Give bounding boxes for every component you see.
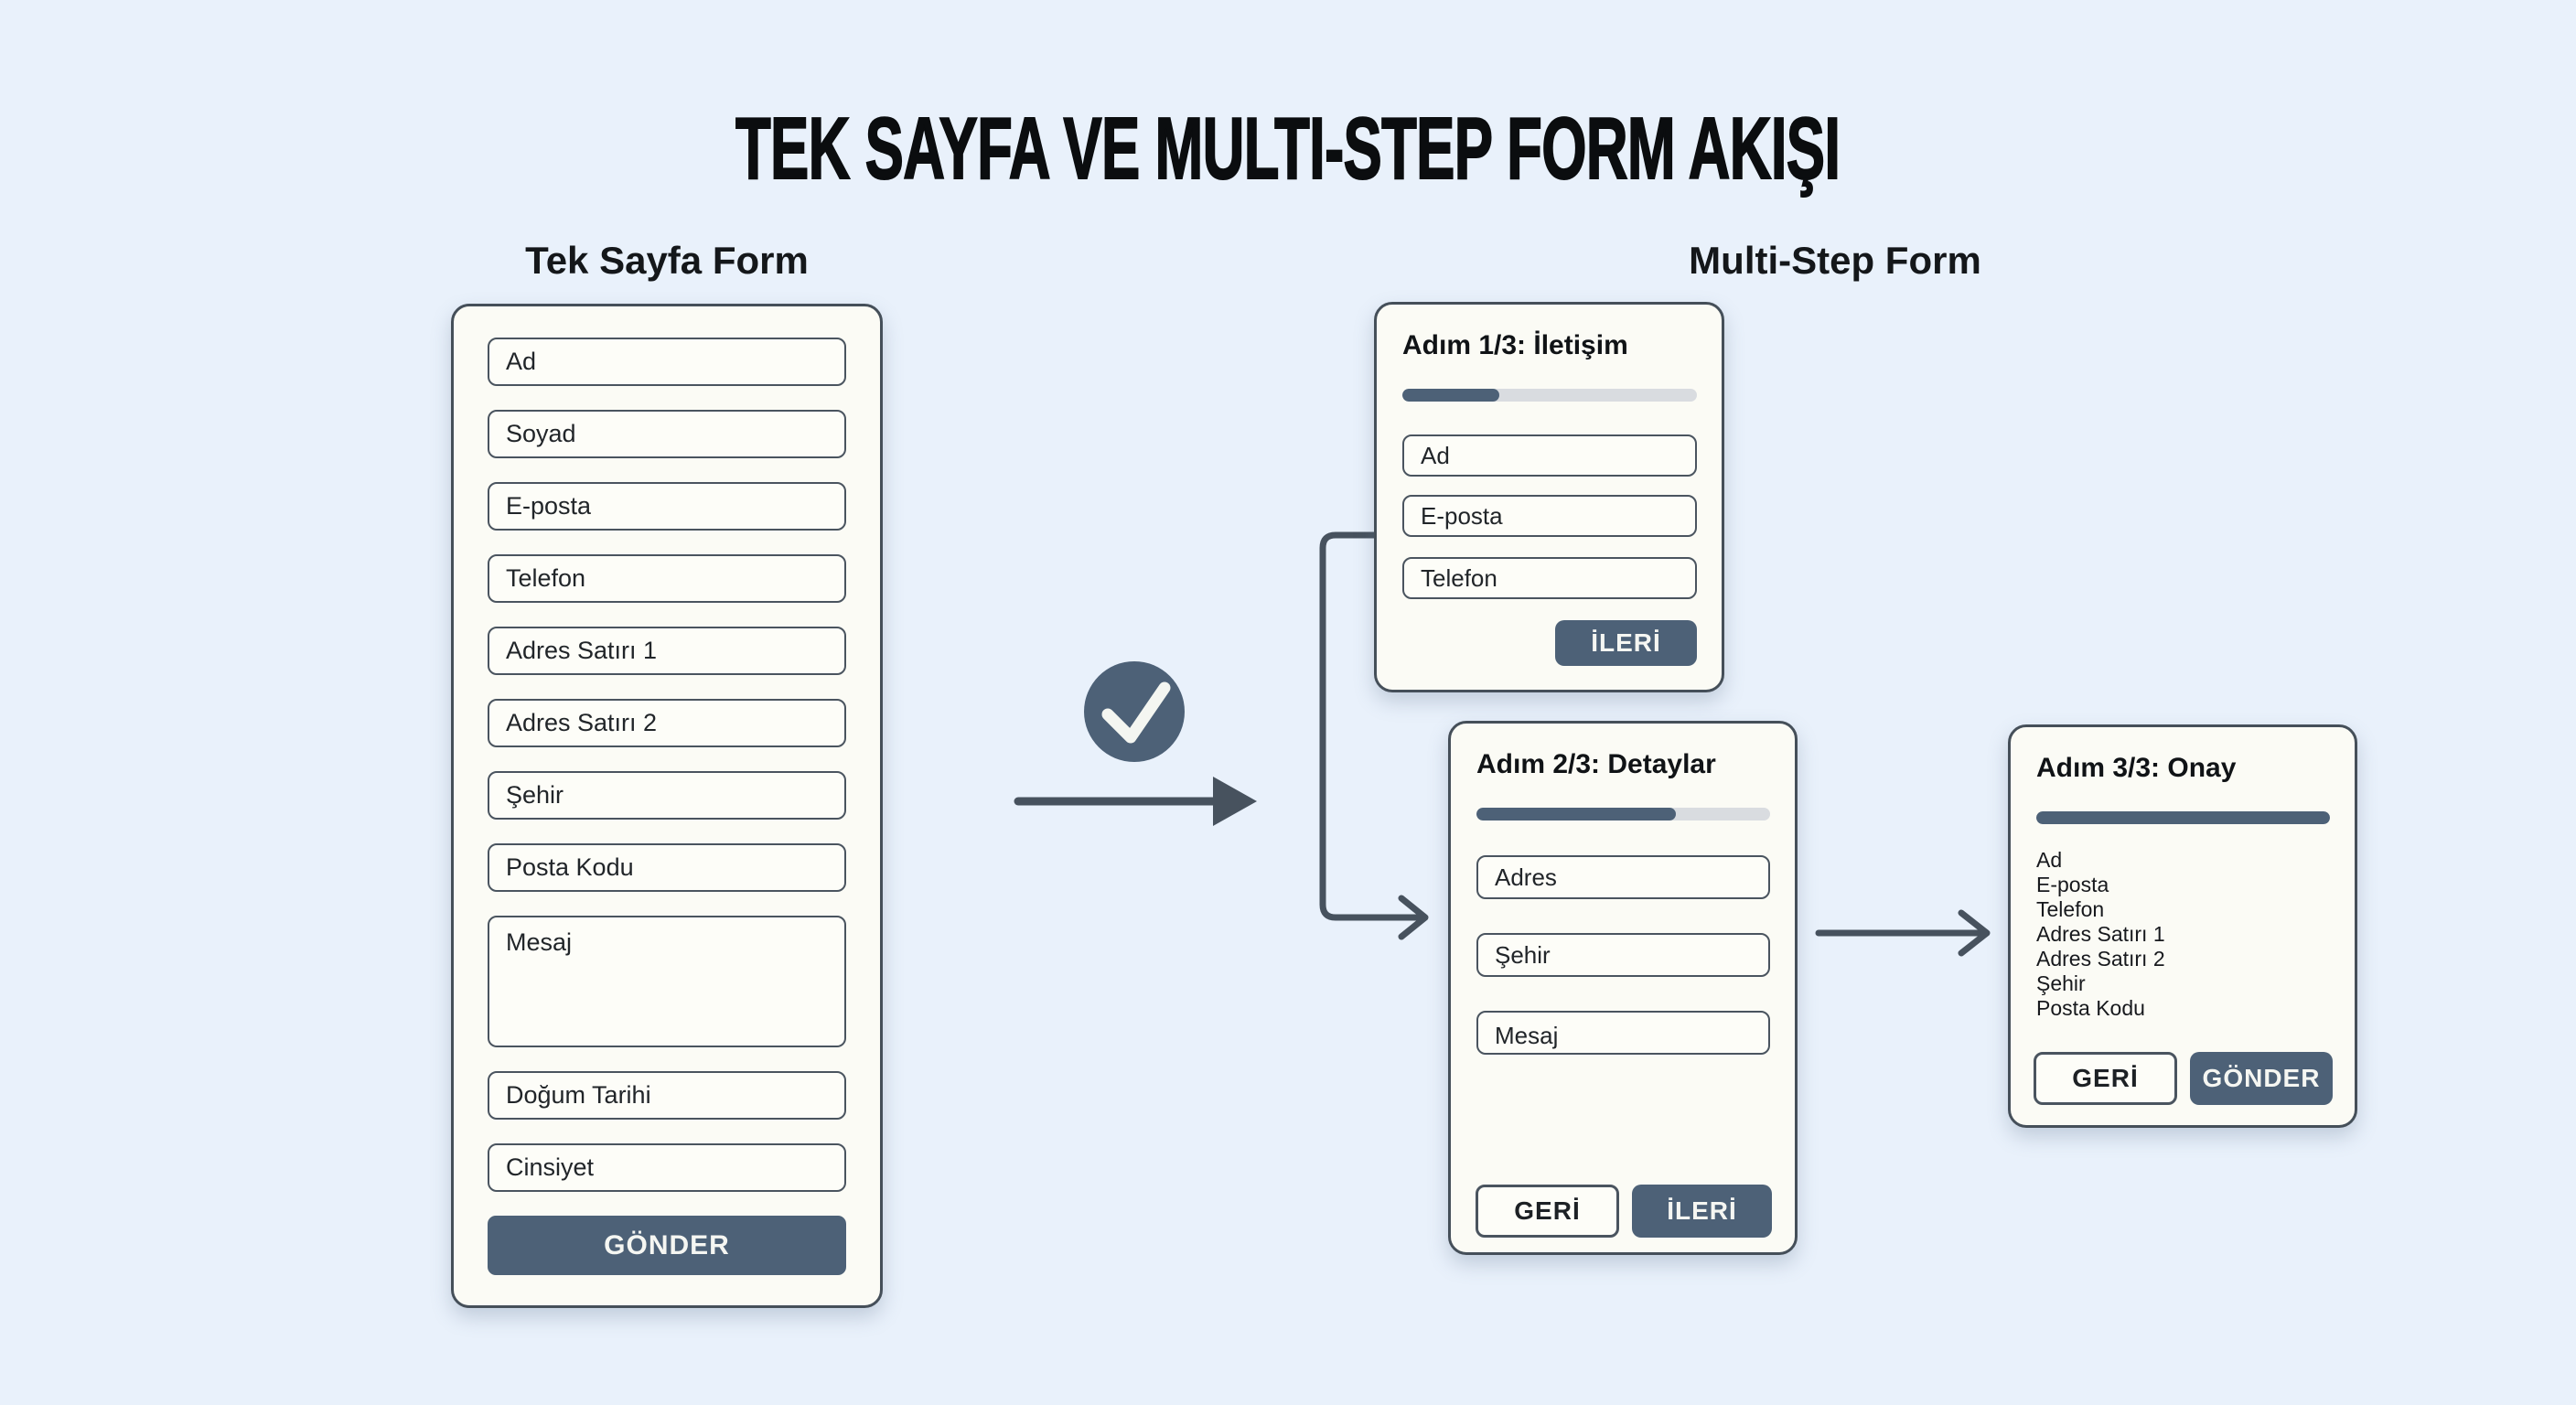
input-ad[interactable] — [488, 338, 846, 386]
input-eposta[interactable] — [488, 482, 846, 531]
step2-to-step3-arrow — [1815, 909, 1991, 957]
step2-progress-bar — [1476, 808, 1770, 820]
step3-title: Adım 3/3: Onay — [2036, 753, 2237, 783]
summary-item: Şehir — [2036, 971, 2086, 995]
step3-summary-list: Ad E-posta Telefon Adres Satırı 1 Adres … — [2036, 848, 2165, 1021]
step1-input-eposta[interactable] — [1402, 495, 1697, 537]
step3-progress-bar — [2036, 811, 2330, 824]
summary-item: Ad — [2036, 848, 2063, 872]
step3-progress-fill — [2036, 811, 2330, 824]
step1-input-telefon[interactable] — [1402, 557, 1697, 599]
step2-title: Adım 2/3: Detaylar — [1476, 749, 1716, 779]
input-soyad[interactable] — [488, 410, 846, 458]
summary-item: Telefon — [2036, 897, 2105, 921]
step2-input-sehir[interactable] — [1476, 933, 1770, 977]
step3-geri-button[interactable]: GERİ — [2034, 1052, 2177, 1105]
step2-textarea-mesaj[interactable] — [1476, 1011, 1770, 1055]
page-title: TEK SAYFA VE MULTI-STEP FORM AKIŞI — [0, 99, 2576, 199]
gonder-button[interactable]: GÖNDER — [488, 1216, 846, 1275]
step1-progress-bar — [1402, 389, 1697, 402]
step1-progress-fill — [1402, 389, 1500, 402]
step2-progress-fill — [1476, 808, 1677, 820]
step2-input-adres[interactable] — [1476, 855, 1770, 899]
summary-item: Adres Satırı 2 — [2036, 947, 2165, 971]
step2-geri-button[interactable]: GERİ — [1476, 1185, 1619, 1238]
step2-card: Adım 2/3: Detaylar GERİ İLERİ — [1448, 721, 1798, 1255]
input-dogum-tarihi[interactable] — [488, 1071, 846, 1120]
step1-input-ad[interactable] — [1402, 434, 1697, 477]
step2-ileri-button[interactable]: İLERİ — [1632, 1185, 1772, 1238]
input-sehir[interactable] — [488, 771, 846, 820]
summary-item: Posta Kodu — [2036, 996, 2145, 1020]
summary-item: E-posta — [2036, 873, 2109, 896]
step1-title: Adım 1/3: İletişim — [1402, 330, 1628, 360]
input-cinsiyet[interactable] — [488, 1143, 846, 1192]
textarea-mesaj[interactable] — [488, 916, 846, 1047]
step1-ileri-button[interactable]: İLERİ — [1555, 620, 1697, 666]
input-posta-kodu[interactable] — [488, 843, 846, 892]
step3-gonder-button[interactable]: GÖNDER — [2190, 1052, 2333, 1105]
single-form-card: GÖNDER — [451, 304, 883, 1308]
input-adres-satiri-2[interactable] — [488, 699, 846, 747]
input-telefon[interactable] — [488, 554, 846, 603]
summary-item: Adres Satırı 1 — [2036, 922, 2165, 946]
multi-form-heading: Multi-Step Form — [1689, 238, 1981, 282]
check-icon — [1084, 661, 1185, 762]
page-title-text: TEK SAYFA VE MULTI-STEP FORM AKIŞI — [735, 99, 1841, 198]
input-adres-satiri-1[interactable] — [488, 627, 846, 675]
step1-card: Adım 1/3: İletişim İLERİ — [1374, 302, 1724, 692]
single-form-heading: Tek Sayfa Form — [525, 238, 809, 282]
arrow-right-icon — [1014, 777, 1257, 826]
step3-card: Adım 3/3: Onay Ad E-posta Telefon Adres … — [2008, 724, 2357, 1128]
